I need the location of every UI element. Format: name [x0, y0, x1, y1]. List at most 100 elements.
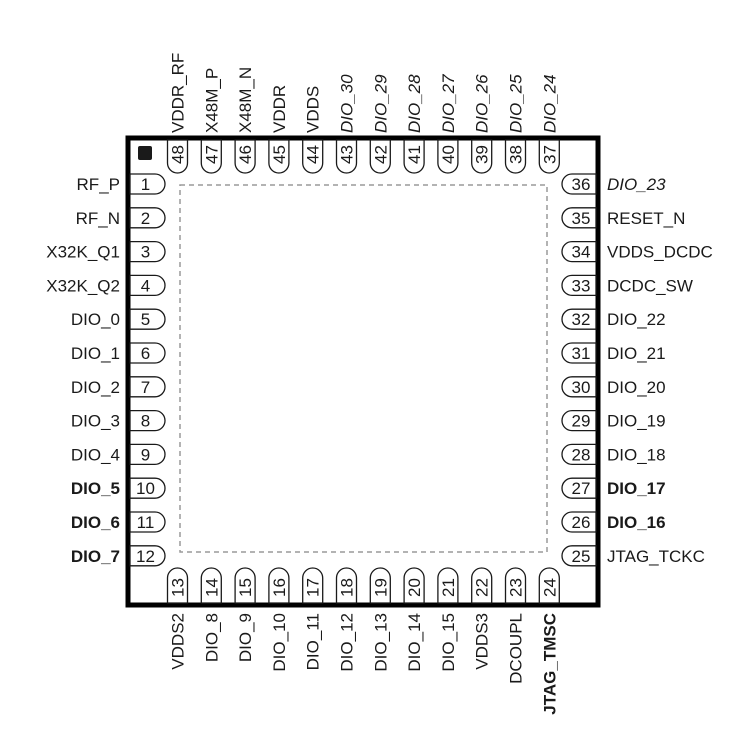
- pin-label: DIO_1: [71, 344, 120, 363]
- pin-pad: [561, 409, 597, 432]
- pin-label: X48M_N: [236, 67, 255, 133]
- pin-label: DIO_24: [540, 74, 559, 133]
- pin-pad: [403, 567, 425, 604]
- exposed-pad-outline: [179, 184, 548, 553]
- pin-pad: [538, 567, 560, 604]
- pin-1: 1 RF_P: [77, 173, 166, 195]
- pin-2: 2 RF_N: [76, 207, 166, 229]
- pin-label: DIO_10: [270, 613, 289, 672]
- pin-pad: [129, 409, 166, 432]
- pin-pad: [234, 139, 256, 174]
- pin-label: X48M_P: [202, 68, 221, 133]
- pin-number: 42: [371, 145, 390, 164]
- pin-number: 13: [169, 578, 188, 597]
- pin-number: 1: [141, 175, 150, 194]
- pin-label: DIO_14: [405, 613, 424, 672]
- pin-pad: [369, 567, 391, 604]
- pin-number: 34: [572, 243, 591, 262]
- pin-label: DIO_28: [405, 74, 424, 133]
- pin-number: 6: [141, 344, 150, 363]
- pin-8: 8 DIO_3: [71, 409, 166, 432]
- pin-number: 28: [572, 445, 591, 464]
- pin-label: DIO_3: [71, 412, 120, 431]
- pin-number: 41: [405, 145, 424, 164]
- pin-number: 30: [572, 378, 591, 397]
- pin-label: DIO_29: [371, 74, 390, 133]
- pin-label: DIO_7: [71, 547, 120, 566]
- pin-pad: [166, 139, 189, 174]
- pin-label: VDDS3: [473, 613, 492, 670]
- pin-label: DIO_27: [439, 74, 458, 133]
- pin-pad: [561, 274, 597, 297]
- pin-label: DIO_25: [507, 74, 526, 133]
- pin-number: 47: [202, 145, 221, 164]
- pin-pad: [268, 139, 290, 174]
- pin-6: 6 DIO_1: [71, 342, 166, 364]
- pin-number: 7: [141, 378, 150, 397]
- pin-pad: [538, 139, 560, 174]
- pin-30: 30 DIO_20: [561, 376, 666, 398]
- pin-number: 16: [270, 578, 289, 597]
- pin-number: 27: [572, 479, 591, 498]
- pin-number: 33: [572, 276, 591, 295]
- pin-label: DIO_4: [71, 445, 120, 464]
- pin-number: 15: [236, 578, 255, 597]
- pin-label: X32K_Q1: [46, 243, 120, 262]
- pin-pad: [561, 173, 597, 195]
- pins-layer: 1RF_P2RF_N3X32K_Q14X32K_Q25DIO_06DIO_17D…: [46, 53, 713, 715]
- pin-3: 3 X32K_Q1: [46, 240, 166, 263]
- pin-label: DIO_19: [607, 412, 666, 431]
- pin-label: RF_P: [77, 175, 120, 194]
- pin-28: 28 DIO_18: [561, 443, 666, 466]
- pin-label: X32K_Q2: [46, 276, 120, 295]
- pin-label: DIO_15: [439, 613, 458, 672]
- pin-pad: [561, 207, 597, 229]
- pin1-marker: [138, 146, 152, 160]
- pin-label: DIO_6: [71, 513, 120, 532]
- pin-pad: [129, 545, 166, 567]
- pin-label: DIO_20: [607, 378, 666, 397]
- pin-pad: [471, 567, 493, 604]
- pin-number: 3: [141, 243, 150, 262]
- pin-label: DIO_26: [473, 74, 492, 133]
- pin-label: DIO_18: [607, 445, 666, 464]
- pin-number: 8: [141, 412, 150, 431]
- pin-number: 2: [141, 209, 150, 228]
- pin-label: DIO_9: [236, 613, 255, 662]
- pin-number: 11: [137, 513, 155, 532]
- pin-label: RF_N: [76, 209, 120, 228]
- pin-label: DIO_21: [607, 344, 666, 363]
- pin-47: 47 X48M_P: [200, 68, 222, 174]
- pin-label: DIO_12: [338, 613, 357, 672]
- pin-number: 18: [338, 578, 357, 597]
- pin-pad: [561, 376, 597, 398]
- pin-pad: [129, 477, 166, 499]
- pin-number: 48: [169, 145, 188, 164]
- pin-label: DCDC_SW: [607, 276, 693, 295]
- pin-label: DCOUPL: [507, 613, 526, 684]
- pin-number: 40: [439, 145, 458, 164]
- pin-pad: [129, 443, 166, 466]
- pin-pad: [129, 274, 166, 297]
- pin-pad: [166, 567, 189, 604]
- pin-number: 9: [141, 445, 150, 464]
